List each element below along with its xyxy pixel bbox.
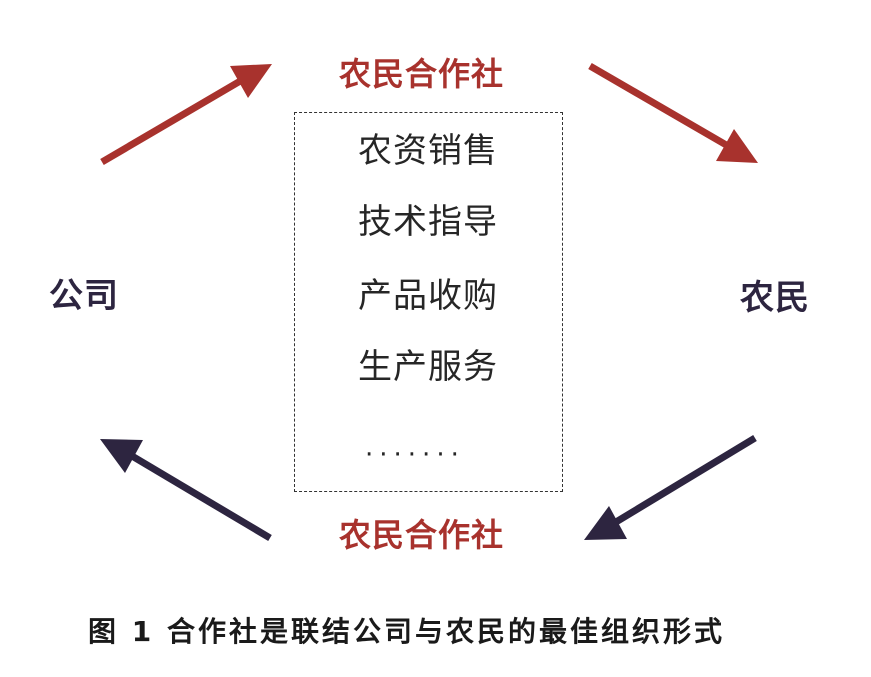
top-coop-label: 农民合作社 <box>339 55 505 93</box>
company-label: 公司 <box>49 276 119 316</box>
arrow-farmer-to-coop <box>584 435 757 540</box>
service-item: 技术指导 <box>358 202 498 242</box>
bottom-coop-label: 农民合作社 <box>339 516 505 554</box>
arrow-company-to-coop <box>100 64 272 166</box>
arrow-coop-to-company <box>100 439 272 542</box>
service-item: 产品收购 <box>358 276 498 316</box>
services-box <box>294 112 563 492</box>
farmer-label: 农民 <box>740 278 810 318</box>
service-item: 生产服务 <box>358 347 498 387</box>
arrow-coop-to-farmer <box>588 62 758 163</box>
ellipsis: ······· <box>365 440 465 470</box>
service-item: 农资销售 <box>358 131 498 171</box>
figure-caption: 图 1 合作社是联结公司与农民的最佳组织形式 <box>88 615 725 648</box>
